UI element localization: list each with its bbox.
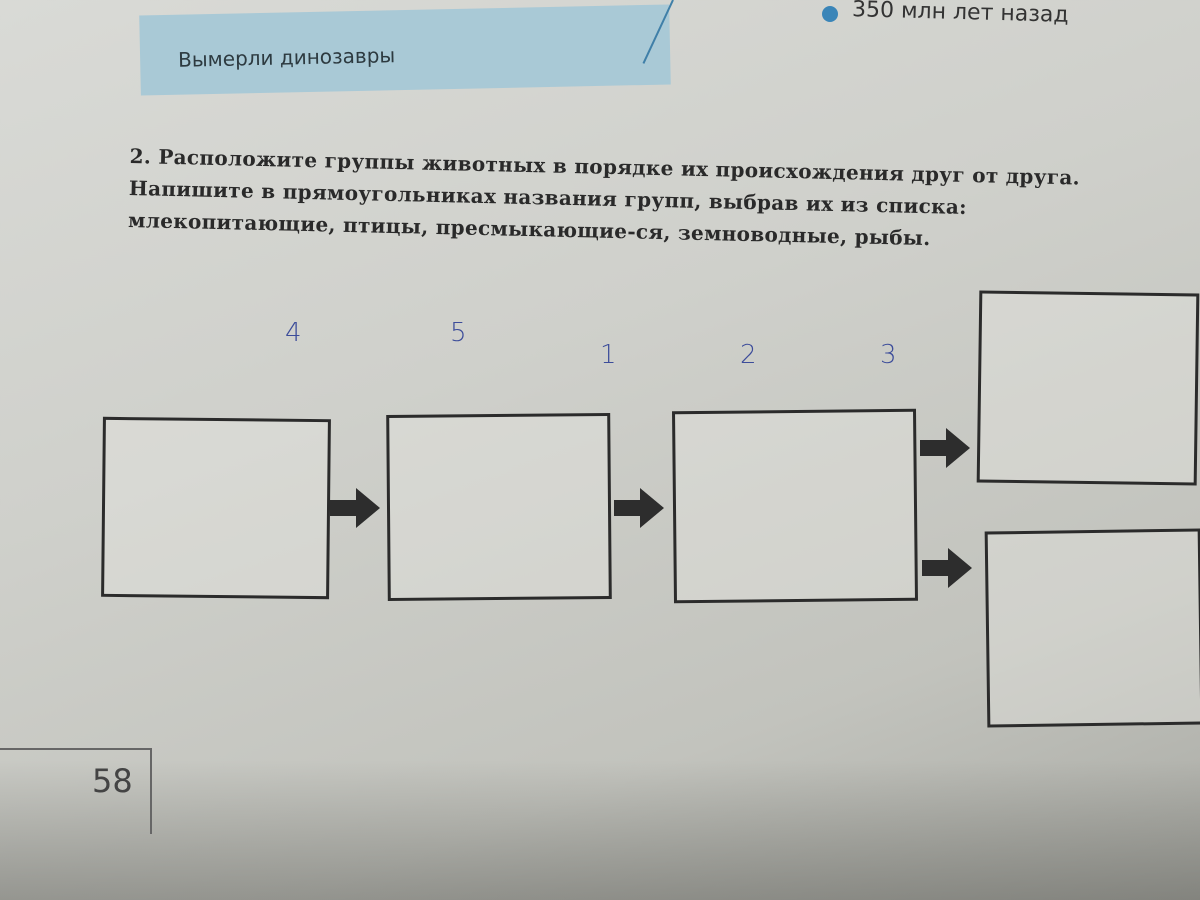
arrow-right-icon (922, 548, 972, 588)
answer-box-3[interactable] (672, 408, 918, 604)
answer-box-1[interactable] (101, 416, 331, 600)
handwritten-1: 1 (600, 340, 617, 370)
photo-shadow (0, 760, 1200, 900)
task-text: 2. Расположите группы животных в порядке… (128, 140, 1180, 260)
answer-box-2[interactable] (386, 413, 612, 601)
arrow-right-icon (920, 428, 970, 468)
task-number: 2. (129, 143, 152, 169)
page-number: 58 (92, 762, 133, 800)
timeline-dot-icon (822, 6, 838, 22)
arrow-right-icon (330, 488, 380, 528)
banner-text: Вымерли динозавры (177, 43, 396, 72)
handwritten-2: 2 (740, 340, 757, 370)
handwritten-3: 3 (880, 340, 897, 370)
page-number-frame (0, 748, 152, 834)
banner: Вымерли динозавры (139, 4, 671, 96)
handwritten-5: 5 (450, 318, 467, 348)
arrow-right-icon (614, 488, 664, 528)
answer-box-4[interactable] (976, 290, 1200, 486)
handwritten-4: 4 (285, 318, 302, 348)
task-body: Расположите группы животных в порядке их… (127, 144, 1081, 251)
timeline-label: 350 млн лет назад (851, 0, 1069, 28)
answer-box-5[interactable] (984, 528, 1200, 728)
